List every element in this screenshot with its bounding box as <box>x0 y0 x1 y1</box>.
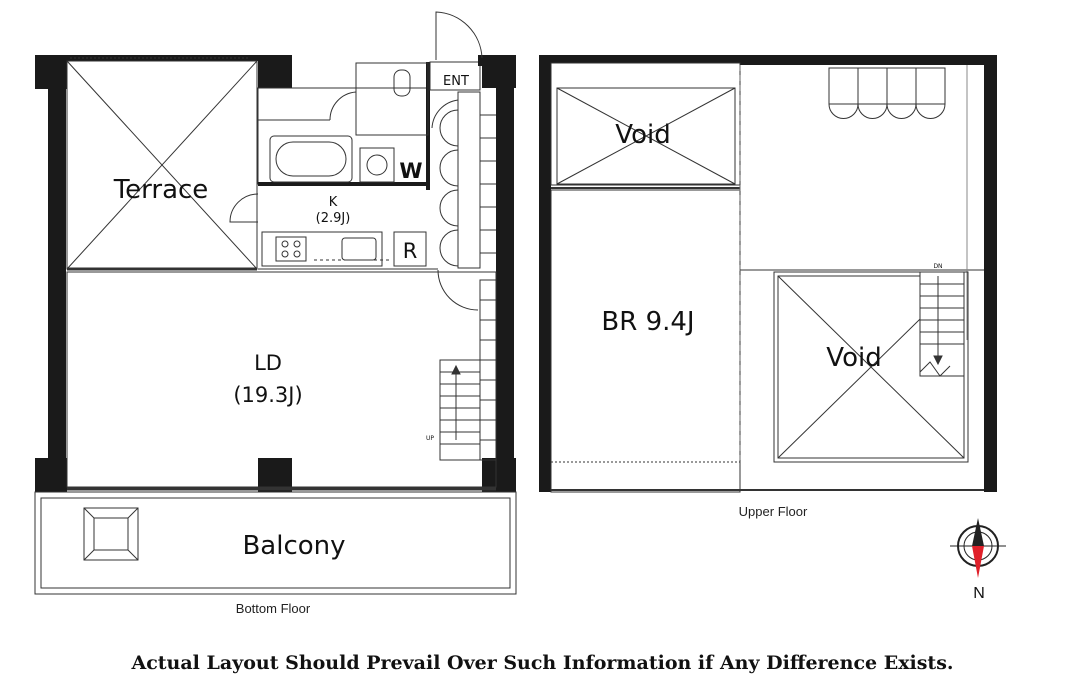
refrigerator-box <box>393 231 427 267</box>
toilet <box>393 69 411 97</box>
stair-down-label: DN <box>933 263 942 270</box>
stair-up-label: UP <box>426 435 434 442</box>
bottom-pillar-br <box>482 458 516 492</box>
compass-needle-south <box>972 518 984 546</box>
bottom-wall-top-left <box>35 55 270 61</box>
living-label: LD <box>254 351 282 375</box>
bottom-pillar-tr <box>482 55 516 88</box>
bottom-pillar-tm <box>258 55 292 88</box>
compass-needle-north <box>972 546 984 578</box>
staircase <box>439 359 481 461</box>
kitchen-size-label: (2.9J) <box>316 211 351 226</box>
compass-label: N <box>973 585 985 602</box>
void-top-label: Void <box>615 120 670 150</box>
upper-floor-plan <box>539 55 997 493</box>
disclaimer-text: Actual Layout Should Prevail Over Such I… <box>131 652 954 674</box>
washroom-label: W <box>399 159 422 183</box>
upper-wall-top <box>740 55 997 65</box>
bedroom-label: BR 9.4J <box>601 307 694 337</box>
void-top-area <box>550 62 741 186</box>
terrace-door <box>229 193 259 223</box>
kitchen-counter <box>261 231 383 267</box>
living-size-label: (19.3J) <box>233 383 302 407</box>
void-right-area <box>773 271 969 463</box>
entrance-label: ENT <box>443 74 469 89</box>
closet <box>457 91 481 269</box>
bathtub <box>269 135 353 183</box>
living-area <box>66 271 497 488</box>
upper-wall-left <box>539 55 551 492</box>
bottom-pillar-tl <box>35 55 67 89</box>
bottom-pillar-bl <box>35 458 67 492</box>
bottom-wall-right <box>496 55 514 492</box>
void-right-label: Void <box>826 343 881 373</box>
staircase-upper <box>919 271 965 377</box>
kitchen-label: K <box>329 195 338 210</box>
kitchen-sink <box>341 237 377 261</box>
balcony-area <box>34 491 517 595</box>
bedroom-area <box>550 189 741 493</box>
compass-icon <box>950 518 1006 578</box>
refrigerator-label: R <box>403 239 418 263</box>
balcony-label: Balcony <box>242 531 345 561</box>
floor-plan-drawing: Terrace ENT W K (2.9J) R LD (19.3J) UP B… <box>34 11 1006 616</box>
bottom-wall-left <box>48 55 66 492</box>
toilet-room <box>355 62 429 136</box>
upper-wall-right <box>984 55 997 492</box>
bottom-floor-caption: Bottom Floor <box>236 601 311 616</box>
bottom-pillar-bm <box>258 458 292 492</box>
bottom-floor-plan <box>34 11 517 595</box>
balcony-hatch <box>83 507 139 561</box>
upper-floor-caption: Upper Floor <box>739 504 808 519</box>
terrace-label: Terrace <box>113 175 209 205</box>
stove <box>275 236 307 262</box>
entrance-area <box>429 61 481 91</box>
entrance-door <box>435 11 483 60</box>
washbasin <box>366 154 388 176</box>
